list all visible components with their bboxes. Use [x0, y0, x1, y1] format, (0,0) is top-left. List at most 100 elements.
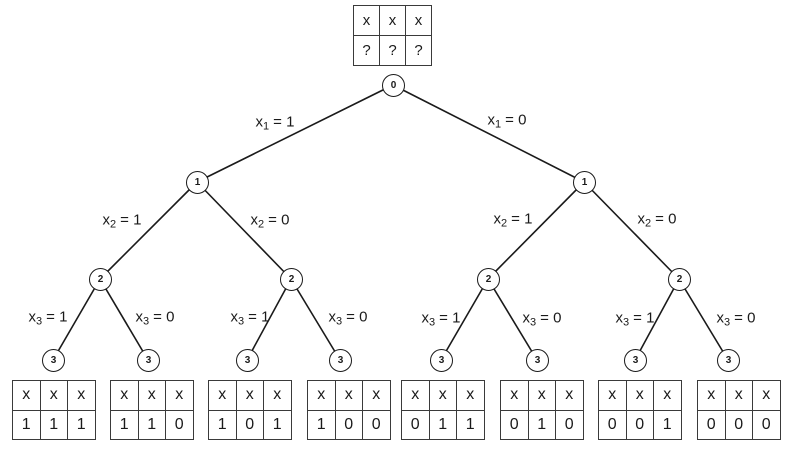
table-cell: x	[12, 380, 41, 411]
table-cell: x	[555, 380, 584, 411]
edge-label-x2-eq-0: x2= 0	[250, 211, 290, 231]
edge-label-x3-eq-0: x3= 0	[522, 309, 562, 329]
tree-edge	[583, 181, 680, 280]
tree-node-leaf: 3	[42, 349, 65, 372]
tree-edge	[99, 181, 198, 280]
table-cell: 1	[653, 409, 682, 440]
tree-edge	[487, 278, 538, 361]
tree-edge	[196, 181, 292, 280]
table-cell: 0	[625, 409, 654, 440]
tree-edge	[634, 278, 680, 361]
tree-node-leaf: 3	[624, 349, 647, 372]
edge-label-x2-eq-0: x2= 0	[637, 210, 677, 230]
table-cell: x	[39, 380, 68, 411]
edge-label-x1-eq-0: x1= 0	[487, 111, 527, 131]
leaf-table-001: x x x 0 0 1	[598, 380, 682, 440]
table-cell: x	[500, 380, 529, 411]
tree-edge	[196, 84, 394, 183]
edge-label-x3-eq-1: x3= 1	[615, 309, 655, 329]
tree-node-depth2: 2	[477, 268, 500, 291]
table-cell: 1	[527, 409, 556, 440]
table-cell: x	[235, 380, 264, 411]
tree-node-leaf: 3	[430, 349, 453, 372]
tree-node-leaf: 3	[329, 349, 352, 372]
table-cell: x	[362, 380, 391, 411]
table-cell: 1	[110, 409, 139, 440]
table-cell: 0	[401, 409, 430, 440]
tree-edge	[290, 278, 341, 361]
edge-label-x2-eq-1: x2= 1	[493, 210, 533, 230]
edge-label-x3-eq-1: x3= 1	[421, 309, 461, 329]
leaf-table-011: x x x 0 1 1	[401, 380, 485, 440]
tree-node-leaf: 3	[236, 349, 259, 372]
table-cell: 1	[263, 409, 292, 440]
table-cell: x	[67, 380, 96, 411]
table-cell: x	[263, 380, 292, 411]
table-cell: 0	[752, 409, 781, 440]
table-cell: 0	[362, 409, 391, 440]
table-cell: x	[456, 380, 485, 411]
tree-node-depth1: 1	[573, 171, 596, 194]
tree-node-leaf: 3	[526, 349, 549, 372]
table-cell: x	[353, 5, 380, 36]
table-cell: x	[137, 380, 166, 411]
table-cell: 0	[724, 409, 753, 440]
tree-node-depth1: 1	[186, 171, 209, 194]
tree-node-leaf: 3	[137, 349, 160, 372]
table-cell: x	[697, 380, 726, 411]
table-cell: ?	[353, 35, 380, 66]
table-cell: 1	[208, 409, 237, 440]
table-cell: x	[307, 380, 336, 411]
table-cell: x	[752, 380, 781, 411]
table-cell: 1	[307, 409, 336, 440]
table-cell: 0	[500, 409, 529, 440]
table-cell: 0	[555, 409, 584, 440]
table-cell: 0	[165, 409, 194, 440]
leaf-table-110: x x x 1 1 0	[110, 380, 194, 440]
tree-edge	[392, 84, 585, 183]
tree-edge	[246, 278, 292, 361]
tree-edge	[440, 278, 489, 361]
table-cell: x	[165, 380, 194, 411]
leaf-table-100: x x x 1 0 0	[307, 380, 391, 440]
table-cell: x	[401, 380, 430, 411]
edge-label-x3-eq-0: x3= 0	[135, 308, 175, 328]
table-cell: x	[653, 380, 682, 411]
table-cell: 0	[334, 409, 363, 440]
table-cell: 0	[235, 409, 264, 440]
leaf-table-111: x x x 1 1 1	[12, 380, 96, 440]
table-cell: ?	[379, 35, 406, 66]
table-cell: x	[428, 380, 457, 411]
table-cell: 1	[39, 409, 68, 440]
leaf-table-010: x x x 0 1 0	[500, 380, 584, 440]
table-cell: 1	[428, 409, 457, 440]
table-cell: x	[598, 380, 627, 411]
table-cell: x	[625, 380, 654, 411]
table-cell: x	[527, 380, 556, 411]
table-cell: 0	[598, 409, 627, 440]
tree-edge	[487, 181, 585, 280]
table-cell: ?	[405, 35, 432, 66]
edge-label-x1-eq-1: x1= 1	[255, 113, 295, 133]
root-query-table: x x x ? ? ?	[353, 5, 432, 66]
table-cell: x	[110, 380, 139, 411]
table-cell: x	[334, 380, 363, 411]
table-cell: x	[208, 380, 237, 411]
table-cell: 0	[697, 409, 726, 440]
table-cell: 1	[456, 409, 485, 440]
tree-node-depth2: 2	[89, 268, 112, 291]
table-cell: x	[405, 5, 432, 36]
tree-node-depth2: 2	[668, 268, 691, 291]
edge-label-x3-eq-1: x3= 1	[230, 308, 270, 328]
table-cell: x	[724, 380, 753, 411]
table-cell: 1	[12, 409, 41, 440]
edge-label-x3-eq-1: x3= 1	[28, 308, 68, 328]
tree-edge	[678, 278, 729, 361]
table-cell: x	[379, 5, 406, 36]
tree-node-leaf: 3	[717, 349, 740, 372]
table-cell: 1	[137, 409, 166, 440]
tree-edge	[52, 278, 101, 361]
tree-edge	[99, 278, 149, 361]
edge-label-x3-eq-0: x3= 0	[716, 309, 756, 329]
